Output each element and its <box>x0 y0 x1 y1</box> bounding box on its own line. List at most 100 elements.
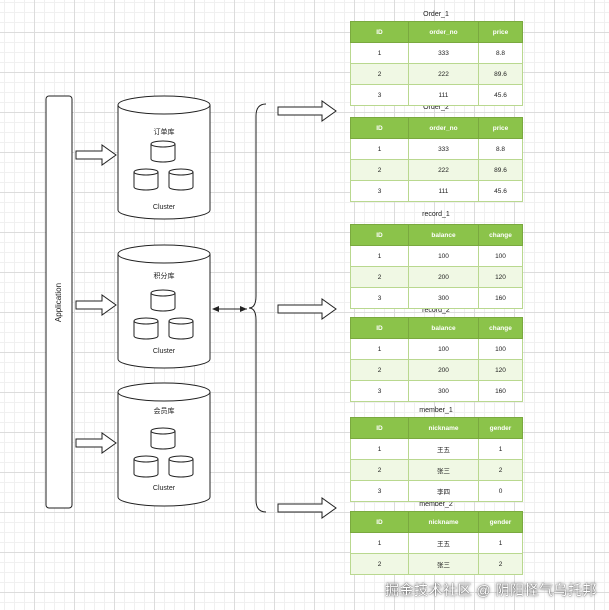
table-cell: 200 <box>408 359 479 381</box>
table-cell: 2 <box>478 459 523 481</box>
cluster-node-top-2 <box>150 427 176 450</box>
arrow-brace-to-record-tables <box>277 298 337 320</box>
column-header: nickname <box>408 417 479 439</box>
cluster-node-top-1 <box>150 289 176 312</box>
column-header: ID <box>350 117 409 139</box>
db-cluster-points: Cluster <box>152 348 176 355</box>
column-header: ID <box>350 317 409 339</box>
column-header: ID <box>350 224 409 246</box>
column-header: balance <box>408 224 479 246</box>
table-title-member-1: member_1 <box>419 407 453 414</box>
db-cluster-order: Cluster <box>152 204 176 211</box>
application-box <box>45 95 73 509</box>
arrow-app-to-points-db <box>75 294 117 316</box>
arrow-brace-to-order-tables <box>277 100 337 122</box>
table-cell: 333 <box>408 138 479 160</box>
column-header: order_no <box>408 21 479 43</box>
cluster-node-top-0 <box>150 140 176 163</box>
table-cell: 3 <box>350 380 409 402</box>
table-cell: 120 <box>478 359 523 381</box>
table-cell: 45.6 <box>478 84 523 106</box>
table-cell: 1 <box>478 438 523 460</box>
table-cell: 2 <box>350 63 409 85</box>
cluster-node-right-2 <box>168 455 194 478</box>
table-cell: 1 <box>350 338 409 360</box>
table-cell: 2 <box>350 266 409 288</box>
table-cell: 111 <box>408 180 479 202</box>
table-cell: 3 <box>350 287 409 309</box>
table-cell: 3 <box>350 84 409 106</box>
table-title-record-2: record_2 <box>422 307 450 314</box>
table-cell: 8.8 <box>478 42 523 64</box>
table-cell: 李四 <box>408 480 479 502</box>
table-cell: 222 <box>408 159 479 181</box>
db-name-member: 会员库 <box>153 408 175 415</box>
curly-brace <box>248 103 267 513</box>
table-cell: 8.8 <box>478 138 523 160</box>
column-header: price <box>478 21 523 43</box>
table-cell: 张三 <box>408 459 479 481</box>
db-name-order: 订单库 <box>153 129 175 136</box>
column-header: change <box>478 224 523 246</box>
table-cell: 2 <box>478 553 523 575</box>
table-title-order-2: Order_2 <box>423 104 449 111</box>
application-label: Application <box>46 96 72 508</box>
table-cell: 2 <box>350 553 409 575</box>
table-cell: 2 <box>350 159 409 181</box>
column-header: nickname <box>408 511 479 533</box>
db-name-points: 积分库 <box>153 273 175 280</box>
arrow-app-to-member-db <box>75 432 117 454</box>
column-header: balance <box>408 317 479 339</box>
column-header: change <box>478 317 523 339</box>
table-cell: 300 <box>408 287 479 309</box>
table-cell: 1 <box>350 532 409 554</box>
application-label-text: Application <box>54 282 64 322</box>
column-header: gender <box>478 511 523 533</box>
column-header: ID <box>350 511 409 533</box>
cluster-node-right-1 <box>168 317 194 340</box>
cluster-node-left-2 <box>133 455 159 478</box>
table-cell: 100 <box>478 245 523 267</box>
column-header: ID <box>350 417 409 439</box>
table-cell: 2 <box>350 359 409 381</box>
column-header: ID <box>350 21 409 43</box>
table-title-order-1: Order_1 <box>423 11 449 18</box>
table-cell: 200 <box>408 266 479 288</box>
table-cell: 2 <box>350 459 409 481</box>
table-cell: 100 <box>408 245 479 267</box>
table-cell: 0 <box>478 480 523 502</box>
cluster-node-left-0 <box>133 168 159 191</box>
cluster-nodes <box>133 140 194 478</box>
table-cell: 1 <box>478 532 523 554</box>
table-cell: 1 <box>350 245 409 267</box>
table-cell: 160 <box>478 287 523 309</box>
table-cell: 王五 <box>408 438 479 460</box>
watermark: 掘金技术社区 @ 阴阳怪气乌托邦 <box>385 582 597 598</box>
db-cluster-member: Cluster <box>152 485 176 492</box>
table-cell: 89.6 <box>478 159 523 181</box>
table-cell: 1 <box>350 438 409 460</box>
